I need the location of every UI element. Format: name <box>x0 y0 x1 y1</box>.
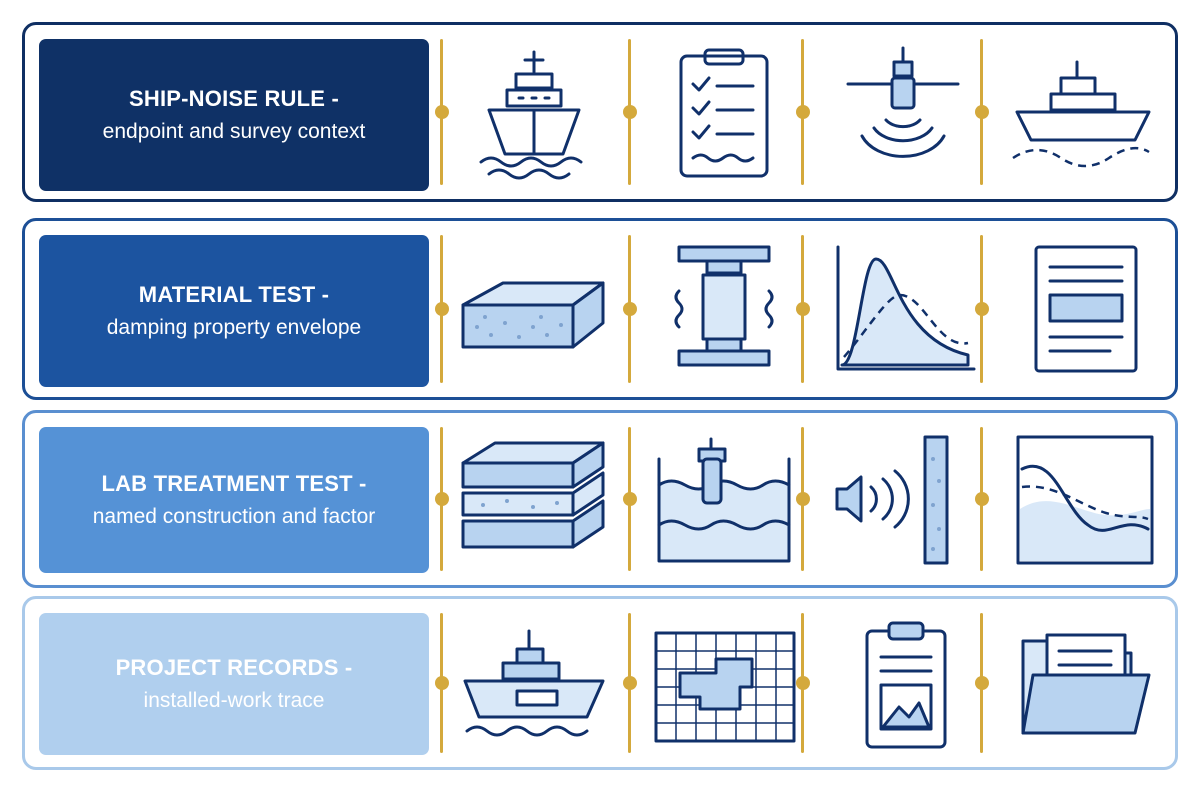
connector-divider <box>974 235 989 383</box>
checklist-clipboard-icon <box>649 42 799 182</box>
row-subtitle: damping property envelope <box>106 316 362 339</box>
connector-divider <box>622 235 637 383</box>
row-title: MATERIAL TEST - <box>138 282 330 307</box>
row-label: LAB TREATMENT TEST - named construction … <box>39 427 429 573</box>
layered-construction-icon <box>457 429 607 569</box>
attenuation-curve-chart-icon <box>1010 429 1160 569</box>
connector-divider <box>622 427 637 571</box>
sound-transmission-panel-icon <box>825 429 975 569</box>
damping-slab-icon <box>457 239 607 379</box>
connector-dot <box>434 676 449 690</box>
connector-dot <box>622 105 637 119</box>
ship-bow-icon <box>459 42 609 182</box>
row-subtitle: named construction and factor <box>92 505 376 528</box>
photo-clipboard-icon <box>831 613 981 753</box>
connector-dot <box>795 105 810 119</box>
deck-plan-grid-icon <box>650 613 800 753</box>
connector-divider <box>795 613 810 753</box>
connector-divider <box>795 235 810 383</box>
ship-record-icon <box>457 613 607 753</box>
connector-divider <box>434 613 449 753</box>
connector-divider <box>434 427 449 571</box>
connector-dot <box>974 492 989 506</box>
connector-dot <box>622 302 637 316</box>
connector-dot <box>622 676 637 690</box>
connector-divider <box>974 427 989 571</box>
connector-dot <box>434 492 449 506</box>
connector-divider <box>622 39 637 185</box>
row-subtitle: endpoint and survey context <box>102 120 366 143</box>
row-label: PROJECT RECORDS - installed-work trace <box>39 613 429 755</box>
connector-divider <box>434 39 449 185</box>
connector-dot <box>622 492 637 506</box>
records-folder-icon <box>1011 613 1161 753</box>
connector-dot <box>434 105 449 119</box>
damping-curve-chart-icon <box>828 239 978 379</box>
row-project-records: PROJECT RECORDS - installed-work trace <box>22 596 1178 770</box>
water-tank-sensor-icon <box>649 429 799 569</box>
connector-dot <box>974 676 989 690</box>
row-subtitle: installed-work trace <box>143 689 325 712</box>
connector-divider <box>974 613 989 753</box>
connector-dot <box>795 302 810 316</box>
row-title: LAB TREATMENT TEST - <box>101 471 367 496</box>
row-label: SHIP-NOISE RULE - endpoint and survey co… <box>39 39 429 191</box>
connector-divider <box>622 613 637 753</box>
underwater-sensor-icon <box>828 42 978 182</box>
connector-dot <box>795 492 810 506</box>
vessel-wake-icon <box>1005 42 1155 182</box>
connector-divider <box>795 427 810 571</box>
connector-dot <box>795 676 810 690</box>
connector-divider <box>795 39 810 185</box>
connector-dot <box>974 105 989 119</box>
connector-dot <box>434 302 449 316</box>
connector-divider <box>434 235 449 383</box>
row-title: SHIP-NOISE RULE - <box>129 86 339 111</box>
row-label: MATERIAL TEST - damping property envelop… <box>39 235 429 387</box>
row-lab-treatment-test: LAB TREATMENT TEST - named construction … <box>22 410 1178 588</box>
connector-divider <box>974 39 989 185</box>
row-ship-noise-rule: SHIP-NOISE RULE - endpoint and survey co… <box>22 22 1178 202</box>
row-title: PROJECT RECORDS - <box>115 655 353 680</box>
row-material-test: MATERIAL TEST - damping property envelop… <box>22 218 1178 400</box>
test-report-document-icon <box>1010 239 1160 379</box>
compression-test-rig-icon <box>649 239 799 379</box>
connector-dot <box>974 302 989 316</box>
